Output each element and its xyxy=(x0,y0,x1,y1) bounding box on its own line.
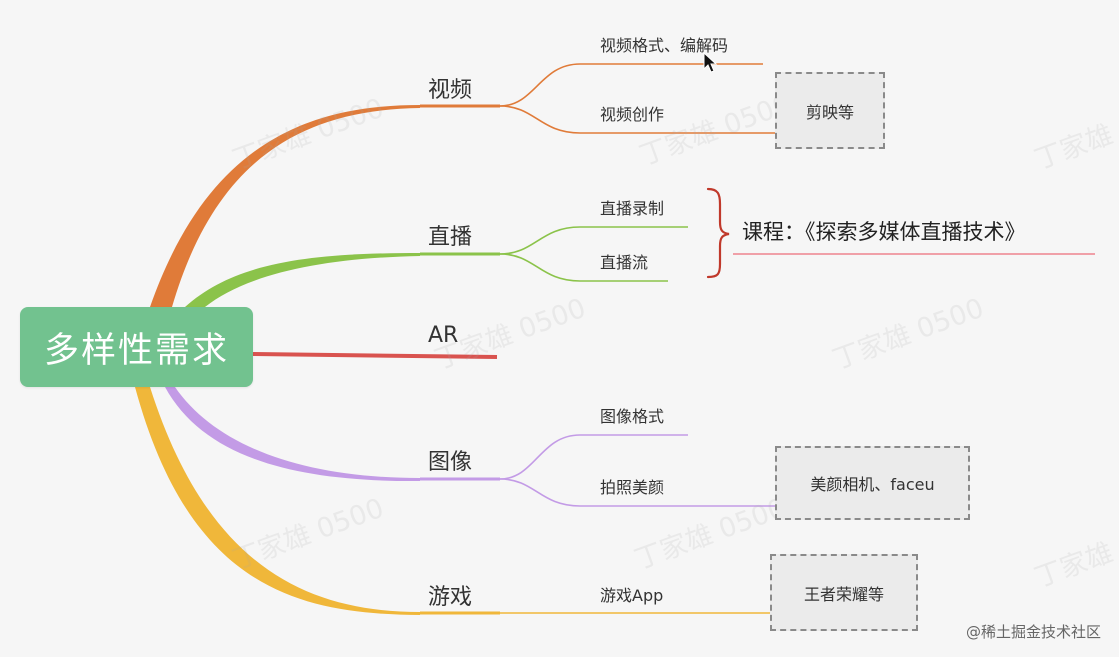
corner-credit: @稀土掘金技术社区 xyxy=(965,623,1101,641)
branch-live-stroke xyxy=(185,253,420,307)
branch-image-stroke xyxy=(165,387,420,482)
node-image-format[interactable]: 图像格式 xyxy=(600,407,665,426)
subbranch-video-format xyxy=(499,63,763,107)
branch-ar-line xyxy=(252,352,498,359)
subbranch-image-format xyxy=(499,434,688,480)
branch-label-game[interactable]: 游戏 xyxy=(428,585,473,610)
root-node[interactable]: 多样性需求 xyxy=(20,307,253,387)
node-game-app[interactable]: 游戏App xyxy=(600,586,664,605)
branch-label-ar[interactable]: AR xyxy=(428,323,459,348)
curly-brace xyxy=(706,187,730,279)
subbranch-image-beauty xyxy=(499,478,955,507)
course-note: 课程：《探索多媒体直播技术》 xyxy=(742,220,1026,244)
branch-label-live[interactable]: 直播 xyxy=(428,225,473,250)
node-video-creation[interactable]: 视频创作 xyxy=(600,105,665,124)
subbranch-live-record xyxy=(499,226,688,255)
subbranch-live-stream xyxy=(499,253,668,282)
note-box-jianying[interactable]: 剪映等 xyxy=(775,72,885,149)
node-live-record[interactable]: 直播录制 xyxy=(600,199,665,218)
note-box-beauty-camera[interactable]: 美颜相机、faceu xyxy=(775,446,970,520)
branch-video-stroke xyxy=(150,105,420,307)
note-box-honor-of-kings[interactable]: 王者荣耀等 xyxy=(770,554,918,631)
mouse-cursor-icon xyxy=(703,51,718,73)
node-live-stream[interactable]: 直播流 xyxy=(600,253,649,272)
node-video-format[interactable]: 视频格式、编解码 xyxy=(600,36,729,55)
branch-game-stroke xyxy=(135,387,420,615)
node-image-beauty[interactable]: 拍照美颜 xyxy=(600,478,665,497)
branch-label-image[interactable]: 图像 xyxy=(428,450,473,475)
branch-label-video[interactable]: 视频 xyxy=(428,78,473,103)
subbranch-video-creation xyxy=(499,105,873,134)
